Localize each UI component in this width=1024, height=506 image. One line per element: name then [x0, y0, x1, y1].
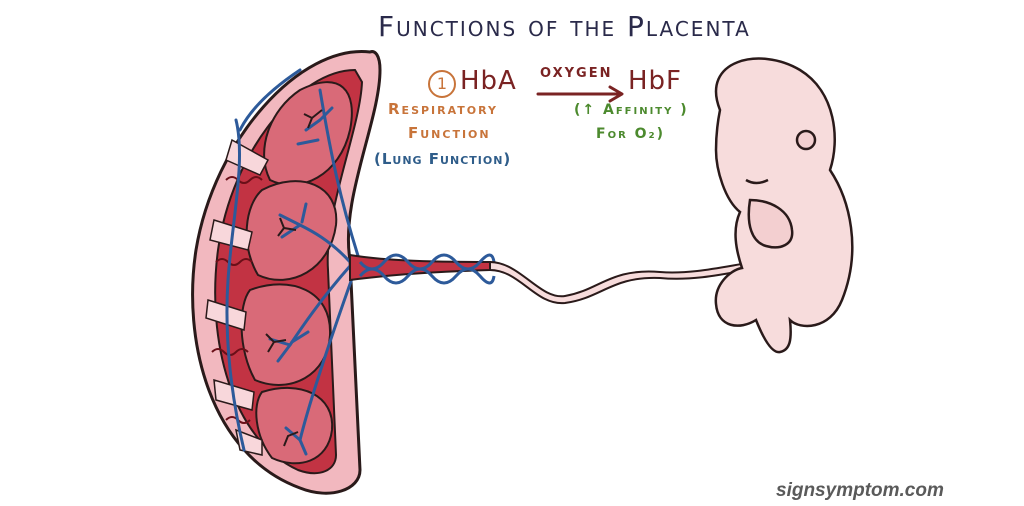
hbf-label: HbF — [628, 66, 683, 96]
step-number-badge: 1 — [428, 70, 456, 98]
affinity-note: (↑ Affinity ) — [574, 102, 689, 118]
watermark: signsymptom.com — [776, 480, 944, 501]
respiratory-label: Respiratory — [388, 100, 498, 118]
lung-function-note: (Lung Function) — [374, 150, 512, 168]
villi — [265, 109, 323, 447]
function-label: Function — [408, 124, 491, 142]
cotyledon — [240, 283, 332, 386]
fetus — [714, 57, 854, 354]
fetal-vessels — [225, 68, 362, 456]
hba-label: HbA — [460, 66, 517, 96]
oxygen-arrow-label: OXYGEN — [540, 66, 613, 81]
cotyledon — [263, 81, 353, 186]
affinity-o2-note: For O₂) — [596, 126, 666, 142]
cord-twist — [358, 253, 496, 285]
cotyledon — [255, 387, 334, 465]
diagram-title: Functions of the Placenta — [378, 10, 751, 43]
